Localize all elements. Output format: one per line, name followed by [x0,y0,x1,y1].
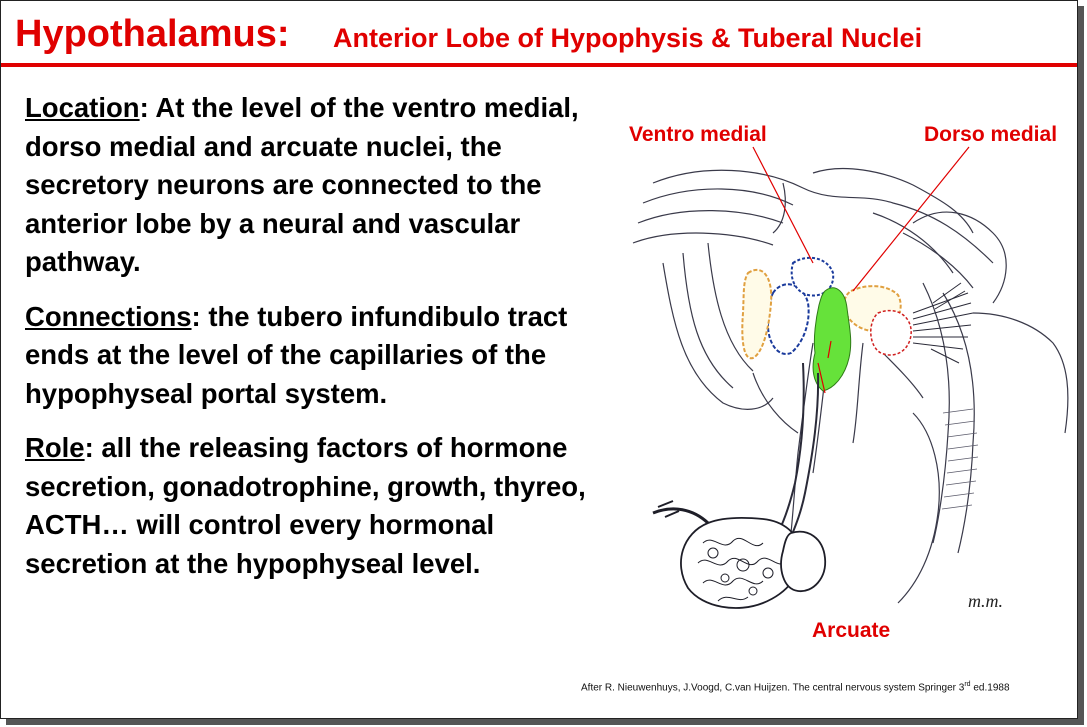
slide-subtitle: Anterior Lobe of Hypophysis & Tuberal Nu… [333,23,923,53]
title-bar: Hypothalamus: Anterior Lobe of Hypophysi… [11,9,1067,63]
pituitary-stalk-edge [790,372,820,538]
location-heading: Location [25,92,140,123]
label-dorso-medial: Dorso medial [924,123,1058,146]
figure-credit: After R. Nieuwenhuys, J.Voogd, C.van Hui… [581,681,1010,693]
hypothalamus-illustration: m.m. [632,146,1069,611]
lateral-nucleus [741,268,773,360]
location-paragraph: Location: At the level of the ventro med… [25,89,595,282]
connections-text: : the tubero infundibulo tract ends at t… [25,300,568,409]
title-divider [1,63,1077,67]
vessel-branches [657,500,680,518]
body-text: Location: At the level of the ventro med… [25,89,595,599]
pituitary-capillaries [697,538,786,602]
fiber-bundle [912,282,974,364]
striated-region [941,408,979,510]
label-arcuate: Arcuate [812,619,891,642]
ventro-medial-nucleus [766,283,810,355]
artist-signature: m.m. [968,591,1003,611]
label-ventro-medial: Ventro medial [629,123,767,146]
connections-heading: Connections [25,300,192,332]
location-text: : At the level of the ventro medial, dor… [25,92,579,277]
role-text: : all the releasing factors of hormone s… [25,432,586,579]
slide-title: Hypothalamus: [15,13,290,55]
credit-edition: ed.1988 [970,682,1010,694]
credit-text: After R. Nieuwenhuys, J.Voogd, C.van Hui… [581,682,965,694]
posterior-lobe [780,530,826,592]
role-heading: Role [25,432,85,463]
connections-paragraph: Connections: the tubero infundibulo trac… [25,298,595,414]
role-paragraph: Role: all the releasing factors of hormo… [25,429,595,583]
credit-superscript: rd [964,681,971,688]
pointer-lines [752,146,970,394]
brain-sketch [632,167,1069,604]
pituitary-stalk [777,362,805,534]
arcuate-nucleus [812,287,852,392]
posterior-nucleus [870,309,912,356]
blood-vessel [652,507,710,525]
